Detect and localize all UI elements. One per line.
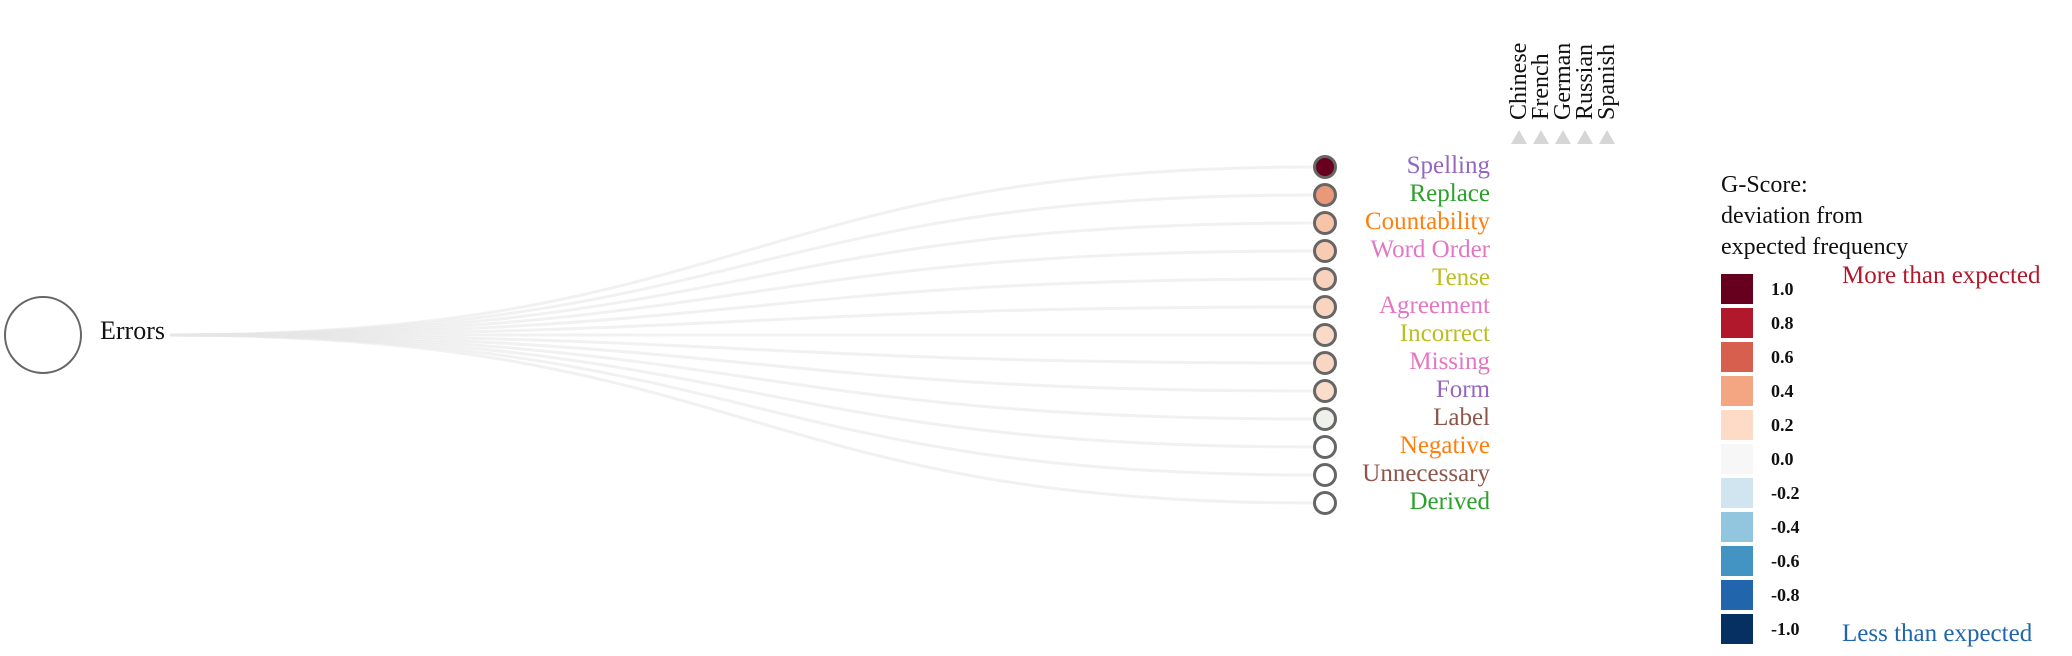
more-than-expected-label: More than expected [1842, 262, 2041, 289]
legend-swatch [1721, 478, 1753, 508]
category-label: Negative [1399, 432, 1490, 459]
tree-link [169, 333, 1314, 449]
sort-triangle-icon[interactable] [1533, 130, 1549, 144]
category-label: Incorrect [1399, 320, 1490, 347]
legend-title-line: expected frequency [1721, 234, 1909, 260]
legend-value-label: 0.8 [1771, 313, 1794, 333]
tree-link [169, 333, 1314, 365]
tree-link [169, 193, 1314, 337]
tree-link [169, 277, 1314, 337]
root-node[interactable] [4, 296, 82, 374]
sort-triangle-icon[interactable] [1577, 130, 1593, 144]
legend-value-label: 1.0 [1771, 279, 1794, 299]
legend-value-label: -0.2 [1771, 483, 1800, 503]
tree-link [169, 333, 1314, 505]
sort-triangle-icon[interactable] [1511, 130, 1527, 144]
category-label: Agreement [1378, 292, 1490, 319]
legend-swatch [1721, 580, 1753, 610]
category-label: Word Order [1370, 236, 1490, 263]
legend-title: G-Score: deviation from expected frequen… [1721, 170, 1908, 263]
legend-title-line: deviation from [1721, 203, 1863, 229]
category-label: Missing [1409, 348, 1490, 375]
category-label: Derived [1409, 488, 1490, 515]
legend-swatch [1721, 342, 1753, 372]
category-label: Countability [1365, 208, 1490, 235]
legend-value-label: -0.4 [1771, 517, 1800, 537]
legend-value-label: -0.6 [1771, 551, 1800, 571]
legend-value-label: 0.6 [1771, 347, 1794, 367]
root-node-label: Errors [100, 316, 165, 345]
category-label: Unnecessary [1362, 460, 1490, 487]
tree-link [169, 249, 1314, 337]
language-column: French [1528, 20, 1554, 120]
category-node[interactable] [1313, 211, 1337, 235]
language-column: Russian [1572, 20, 1598, 120]
legend-value-label: 0.4 [1771, 381, 1794, 401]
tree-link [169, 333, 1314, 477]
tree-link [169, 333, 1314, 421]
tree-link [169, 165, 1314, 337]
category-node[interactable] [1313, 295, 1337, 319]
legend-swatch [1721, 410, 1753, 440]
category-node[interactable] [1313, 155, 1337, 179]
legend-swatch [1721, 308, 1753, 338]
category-label: Form [1435, 376, 1490, 403]
less-than-expected-label: Less than expected [1842, 620, 2033, 647]
tree-link [169, 221, 1314, 337]
tree-link [169, 305, 1314, 337]
sort-triangle-icon[interactable] [1599, 130, 1615, 144]
language-label: Russian [1572, 43, 1598, 120]
legend-swatch [1721, 546, 1753, 576]
language-column: Chinese [1506, 20, 1532, 120]
category-node[interactable] [1313, 491, 1337, 515]
legend-title-line: G-Score: [1721, 172, 1808, 198]
category-node[interactable] [1313, 379, 1337, 403]
tree-link [169, 333, 1314, 393]
legend-value-label: 0.2 [1771, 415, 1794, 435]
category-node[interactable] [1313, 463, 1337, 487]
legend-swatch [1721, 512, 1753, 542]
category-node[interactable] [1313, 267, 1337, 291]
language-label: Chinese [1506, 42, 1532, 120]
category-label: Spelling [1406, 152, 1490, 179]
category-node[interactable] [1313, 435, 1337, 459]
language-label: French [1528, 53, 1554, 120]
language-column: German [1550, 20, 1576, 120]
legend-swatch [1721, 444, 1753, 474]
category-node[interactable] [1313, 407, 1337, 431]
category-label: Label [1433, 404, 1490, 431]
language-column: Spanish [1594, 20, 1620, 120]
category-label: Replace [1409, 180, 1490, 207]
category-node[interactable] [1313, 239, 1337, 263]
legend-swatch [1721, 614, 1753, 644]
legend-value-label: -0.8 [1771, 585, 1800, 605]
language-label: Spanish [1594, 43, 1620, 120]
category-node[interactable] [1313, 183, 1337, 207]
sort-triangle-icon[interactable] [1555, 130, 1571, 144]
legend-value-label: 0.0 [1771, 449, 1794, 469]
language-label: German [1550, 42, 1576, 120]
category-label: Tense [1432, 264, 1490, 291]
category-node[interactable] [1313, 351, 1337, 375]
legend-swatch [1721, 274, 1753, 304]
legend-swatch [1721, 376, 1753, 406]
category-node[interactable] [1313, 323, 1337, 347]
legend-value-label: -1.0 [1771, 619, 1800, 639]
